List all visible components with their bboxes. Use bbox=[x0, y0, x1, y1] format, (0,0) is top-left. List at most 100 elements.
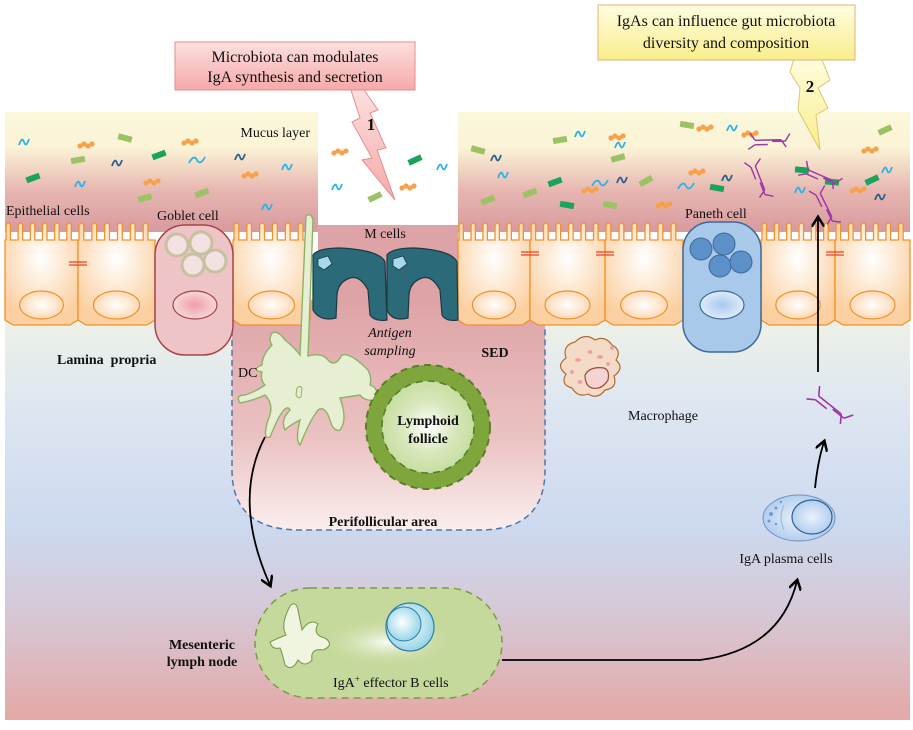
spirochete-icon bbox=[874, 193, 886, 201]
label-lamina-propria: Lamina propria bbox=[57, 353, 156, 368]
spirochete-icon bbox=[490, 154, 502, 162]
spirochete-icon bbox=[721, 174, 733, 182]
mucus-layer-right bbox=[458, 112, 910, 232]
rod-bacterium-icon bbox=[877, 124, 893, 136]
epithelial-cell bbox=[4, 222, 79, 326]
callout-1-line-1: Microbiota can modulates bbox=[211, 49, 378, 66]
m-cells bbox=[312, 247, 459, 322]
spirochete-icon bbox=[591, 179, 609, 187]
tight-junction bbox=[826, 251, 844, 256]
cocci-chain-icon bbox=[581, 186, 599, 194]
b-cell-to-plasma-arrow bbox=[502, 581, 797, 661]
spirochete-icon bbox=[616, 176, 628, 184]
epithelial-cell bbox=[834, 222, 911, 326]
gut-microbiota bbox=[18, 113, 893, 231]
rod-bacterium-icon bbox=[638, 174, 654, 188]
label-iga-plasma-cells: IgA plasma cells bbox=[739, 552, 832, 567]
rod-bacterium-icon bbox=[552, 135, 568, 145]
callout-1-number: 1 bbox=[367, 115, 376, 134]
cocci-chain-icon bbox=[143, 178, 161, 186]
cocci-chain-icon bbox=[181, 138, 199, 146]
label-sed: SED bbox=[481, 346, 508, 361]
label-macrophage: Macrophage bbox=[628, 409, 698, 424]
rod-bacterium-icon bbox=[602, 200, 618, 210]
label-antigen: Antigen bbox=[367, 326, 412, 341]
label-epithelial-cells: Epithelial cells bbox=[6, 204, 90, 219]
rod-bacterium-icon bbox=[547, 176, 563, 188]
cocci-chain-icon bbox=[696, 124, 714, 132]
rod-bacterium-icon bbox=[679, 120, 695, 130]
mucus-layer-left bbox=[5, 112, 318, 232]
rod-bacterium-icon bbox=[151, 149, 167, 161]
spirochete-icon bbox=[677, 182, 695, 190]
spirochete-icon bbox=[794, 186, 806, 194]
spirochete-icon bbox=[574, 130, 586, 138]
cocci-chain-icon bbox=[399, 183, 417, 191]
spirochete-icon bbox=[331, 183, 343, 191]
lymphoid-follicle bbox=[365, 364, 491, 490]
epithelial-cell bbox=[457, 222, 531, 326]
label-follicle: follicle bbox=[408, 432, 448, 447]
epithelial-cell bbox=[760, 222, 836, 326]
epithelial-cell bbox=[77, 222, 156, 326]
spirochete-icon bbox=[188, 156, 206, 164]
spirochete-icon bbox=[436, 163, 448, 171]
epithelial-cell bbox=[604, 222, 684, 326]
rod-bacterium-icon bbox=[610, 153, 626, 163]
rod-bacterium-icon bbox=[194, 187, 210, 199]
rod-bacterium-icon bbox=[117, 133, 133, 143]
goblet-cell bbox=[154, 224, 234, 356]
rod-bacterium-icon bbox=[709, 183, 725, 193]
rod-bacterium-icon bbox=[480, 194, 496, 206]
spirochete-icon bbox=[261, 203, 273, 211]
rod-bacterium-icon bbox=[137, 193, 153, 203]
label-sampling: sampling bbox=[364, 344, 415, 359]
label-lymph-node: lymph node bbox=[167, 655, 237, 670]
label-m-cells: M cells bbox=[364, 227, 406, 242]
macrophage bbox=[559, 335, 621, 397]
cocci-chain-icon bbox=[241, 171, 259, 179]
cocci-chain-icon bbox=[331, 148, 349, 156]
label-iga-effector-b-cells: IgA+ effector B cells bbox=[333, 674, 449, 691]
callout-2-number: 2 bbox=[806, 77, 815, 96]
rod-bacterium-icon bbox=[407, 154, 423, 166]
rod-bacterium-icon bbox=[794, 166, 810, 174]
label-lymphoid: Lymphoid bbox=[397, 414, 459, 429]
callout-microbiota-modulates-iga: Microbiota can modulates IgA synthesis a… bbox=[174, 41, 416, 201]
rod-bacterium-icon bbox=[864, 174, 880, 186]
cocci-chain-icon bbox=[688, 168, 706, 176]
plasma-to-antibody-arrow bbox=[814, 442, 824, 489]
cocci-chain-icon bbox=[655, 201, 673, 209]
label-mucus-layer: Mucus layer bbox=[240, 126, 310, 141]
cocci-chain-icon bbox=[608, 133, 626, 141]
spirochete-icon bbox=[881, 166, 893, 174]
epithelial-cell bbox=[232, 222, 311, 326]
epithelial-cell bbox=[529, 222, 606, 326]
iga-plasma-cell bbox=[762, 494, 836, 542]
epithelial-cells bbox=[4, 222, 911, 326]
label-dc: DC bbox=[238, 366, 257, 381]
mesenteric-lymph-node bbox=[254, 587, 503, 699]
callout-2-line-2: diversity and composition bbox=[643, 35, 809, 52]
callout-1-line-2: IgA synthesis and secretion bbox=[207, 69, 383, 86]
dc-migration-arrow bbox=[248, 436, 270, 585]
tight-junction bbox=[596, 251, 614, 256]
tight-junction bbox=[69, 261, 87, 266]
callout-iga-influences-microbiota: IgAs can influence gut microbiota divers… bbox=[597, 4, 856, 151]
paneth-cell bbox=[682, 221, 762, 353]
spirochete-icon bbox=[281, 163, 293, 171]
rod-bacterium-icon bbox=[25, 172, 41, 184]
spirochete-icon bbox=[497, 171, 509, 179]
callout-2-line-1: IgAs can influence gut microbiota bbox=[617, 13, 836, 30]
spirochete-icon bbox=[614, 141, 626, 149]
rod-bacterium-icon bbox=[522, 187, 538, 199]
cocci-chain-icon bbox=[77, 141, 95, 149]
rod-bacterium-icon bbox=[470, 145, 486, 155]
cocci-chain-icon bbox=[849, 186, 867, 194]
rod-bacterium-icon bbox=[70, 155, 86, 165]
spirochete-icon bbox=[18, 138, 30, 146]
cocci-chain-icon bbox=[861, 146, 879, 154]
tight-junction bbox=[521, 251, 539, 256]
dendritic-cell bbox=[237, 213, 384, 447]
